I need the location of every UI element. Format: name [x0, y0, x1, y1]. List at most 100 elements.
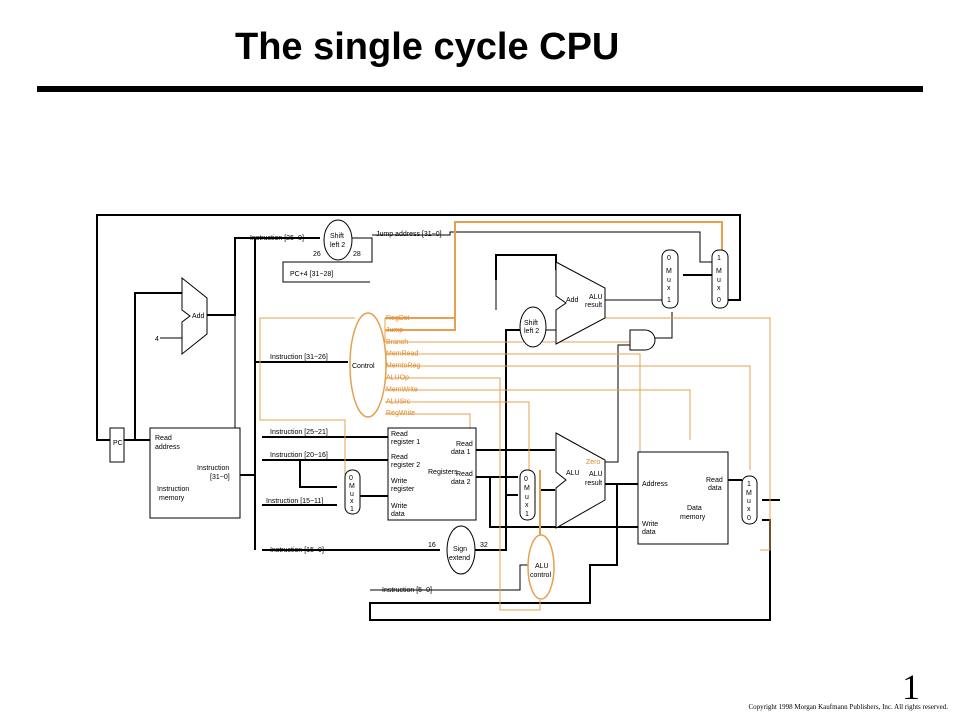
svg-text:left 2: left 2	[524, 328, 539, 335]
svg-text:Read: Read	[391, 431, 408, 438]
svg-text:1: 1	[747, 481, 751, 488]
mux-regdst: 0 M u x 1	[344, 469, 361, 515]
control-signal-label: RegDst	[386, 315, 409, 322]
branch-adder: Add ALU result	[555, 261, 606, 345]
svg-text:1: 1	[667, 297, 671, 304]
instruction-memory: Read address Instruction [31−0] Instruct…	[149, 427, 241, 519]
svg-text:M: M	[524, 485, 530, 492]
label-instr-5-0: Instruction [5−0]	[382, 587, 432, 594]
svg-text:Read: Read	[456, 441, 473, 448]
svg-text:result: result	[585, 302, 602, 309]
svg-text:data: data	[708, 485, 722, 492]
control-signal-label: RegWrite	[386, 410, 415, 417]
svg-text:Control: Control	[352, 363, 375, 370]
svg-text:32: 32	[480, 542, 488, 549]
label-instr-31-26: Instruction [31−26]	[270, 354, 328, 361]
svg-text:26: 26	[313, 251, 321, 258]
svg-text:M: M	[666, 268, 672, 275]
svg-text:ALU: ALU	[535, 563, 549, 570]
control-signal-label: Branch	[386, 339, 408, 346]
svg-text:x: x	[747, 506, 751, 513]
pc-register: PC	[109, 427, 125, 463]
svg-text:data 1: data 1	[451, 449, 471, 456]
mux-branch: 0 M u x 1	[661, 249, 679, 309]
svg-text:1: 1	[717, 255, 721, 262]
svg-text:register 1: register 1	[391, 439, 420, 446]
control-signal-labels: RegDstJumpBranchMemReadMemtoRegALUOpMemW…	[386, 315, 420, 417]
main-alu: ALU Zero ALU result	[555, 432, 606, 529]
label-instr-25-21: Instruction [25−21]	[270, 429, 328, 436]
svg-text:address: address	[155, 444, 180, 451]
alu-control: ALU control	[527, 534, 555, 600]
slide-title: The single cycle CPU	[235, 26, 620, 68]
svg-text:u: u	[747, 498, 751, 505]
svg-text:Address: Address	[642, 481, 668, 488]
svg-text:Instruction: Instruction	[197, 465, 229, 472]
control-signal-label: ALUOp	[386, 375, 409, 382]
svg-text:ALU: ALU	[589, 471, 603, 478]
svg-text:Write: Write	[391, 478, 407, 485]
svg-text:extend: extend	[449, 555, 470, 562]
svg-text:Instruction: Instruction	[157, 486, 189, 493]
svg-text:x: x	[667, 285, 671, 292]
copyright-notice: Copyright 1998 Morgan Kaufmann Publisher…	[748, 703, 948, 711]
svg-text:result: result	[585, 480, 602, 487]
svg-text:0: 0	[667, 255, 671, 262]
svg-text:[31−0]: [31−0]	[210, 474, 230, 481]
control-signal-label: MemWrite	[386, 386, 418, 393]
svg-text:data: data	[642, 529, 656, 536]
svg-text:ALU: ALU	[566, 470, 580, 477]
svg-text:memory: memory	[159, 495, 185, 502]
shift-left-branch: Shift left 2	[519, 306, 547, 348]
svg-text:u: u	[667, 277, 671, 284]
svg-text:data 2: data 2	[451, 479, 471, 486]
svg-text:1: 1	[350, 506, 354, 513]
svg-text:left 2: left 2	[330, 242, 345, 249]
svg-text:0: 0	[717, 297, 721, 304]
svg-text:M: M	[746, 490, 752, 497]
svg-text:x: x	[717, 285, 721, 292]
sign-extend: Sign extend 16 32	[428, 525, 488, 575]
svg-text:16: 16	[428, 542, 436, 549]
svg-text:0: 0	[747, 515, 751, 522]
pc-label: PC	[113, 440, 123, 447]
svg-text:register 2: register 2	[391, 462, 420, 469]
svg-text:Write: Write	[391, 503, 407, 510]
svg-text:0: 0	[524, 476, 528, 483]
svg-text:Read: Read	[706, 477, 723, 484]
pc-adder-label: Add	[192, 313, 205, 320]
control-unit: Control	[349, 312, 387, 418]
svg-text:memory: memory	[680, 514, 706, 521]
svg-text:Zero: Zero	[586, 459, 601, 466]
svg-text:u: u	[350, 491, 354, 498]
control-signal-label: MemtoReg	[386, 363, 420, 370]
label-jump-address: Jump address [31−0]	[376, 231, 442, 238]
branch-and-gate	[629, 329, 656, 351]
label-instr-15-11: Instruction [15−11]	[266, 498, 323, 505]
control-wires	[259, 221, 771, 611]
svg-text:ALU: ALU	[589, 294, 603, 301]
title-rule	[37, 86, 923, 92]
svg-text:Add: Add	[566, 297, 579, 304]
const-four: 4	[155, 336, 159, 343]
svg-text:Shift: Shift	[330, 233, 344, 240]
svg-text:x: x	[525, 502, 529, 509]
label-pc4: PC+4 [31−28]	[290, 271, 333, 278]
svg-text:data: data	[391, 511, 405, 518]
datapath-wires	[96, 214, 780, 621]
mux-alusrc: 0 M u x 1	[519, 469, 536, 521]
data-memory: Address Read data Data memory Write data	[637, 451, 729, 545]
pc-adder: Add	[181, 276, 208, 356]
mux-jump: 1 M u x 0	[711, 249, 729, 309]
svg-text:u: u	[525, 494, 529, 501]
shift-left-jump: Shift left 2 26 28	[313, 219, 361, 261]
label-instr-25-0: Instruction [25−0]	[250, 235, 304, 242]
svg-text:Read: Read	[391, 454, 408, 461]
svg-text:register: register	[391, 486, 415, 493]
svg-text:28: 28	[353, 251, 361, 258]
svg-text:Read: Read	[456, 471, 473, 478]
svg-text:Write: Write	[642, 521, 658, 528]
control-signal-label: MemRead	[386, 351, 418, 358]
svg-text:Sign: Sign	[453, 546, 467, 553]
svg-text:0: 0	[349, 475, 353, 482]
